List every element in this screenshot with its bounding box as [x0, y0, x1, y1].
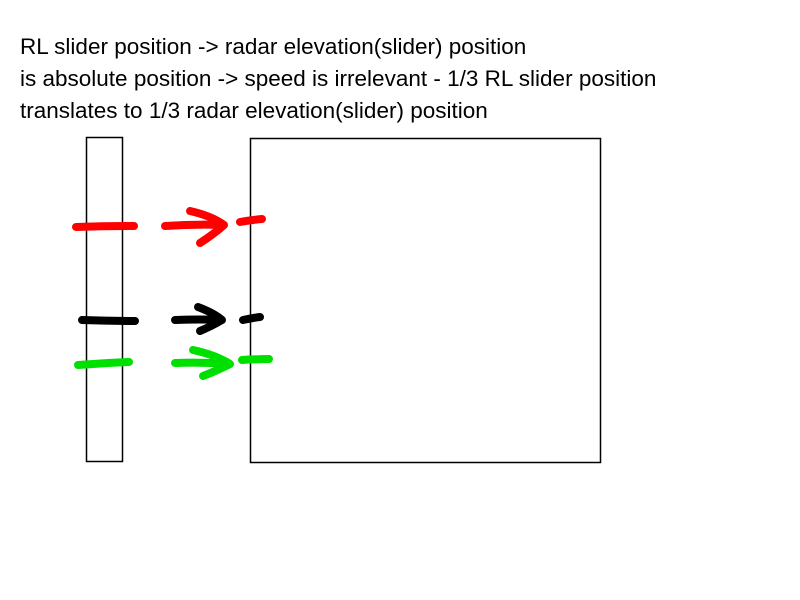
- radar-mark-black: [239, 313, 264, 324]
- caption-line-3: translates to 1/3 radar elevation(slider…: [20, 98, 488, 123]
- radar-mark-red: [236, 215, 266, 226]
- rl-slider-mark-black: [78, 316, 139, 325]
- caption-line-2: is absolute position -> speed is irrelev…: [20, 66, 657, 91]
- caption: RL slider position -> radar elevation(sl…: [20, 31, 790, 127]
- caption-line-1: RL slider position -> radar elevation(sl…: [20, 34, 527, 59]
- rl-slider-mark-red: [72, 222, 138, 231]
- radar-elevation-box: [249, 137, 602, 464]
- arrow-green-icon: [171, 346, 234, 380]
- rl-slider-track: [85, 136, 124, 463]
- arrow-red-icon: [161, 207, 228, 247]
- radar-mark-green: [238, 355, 273, 364]
- rl-slider-mark-green: [74, 358, 133, 369]
- arrow-black-icon: [171, 303, 226, 335]
